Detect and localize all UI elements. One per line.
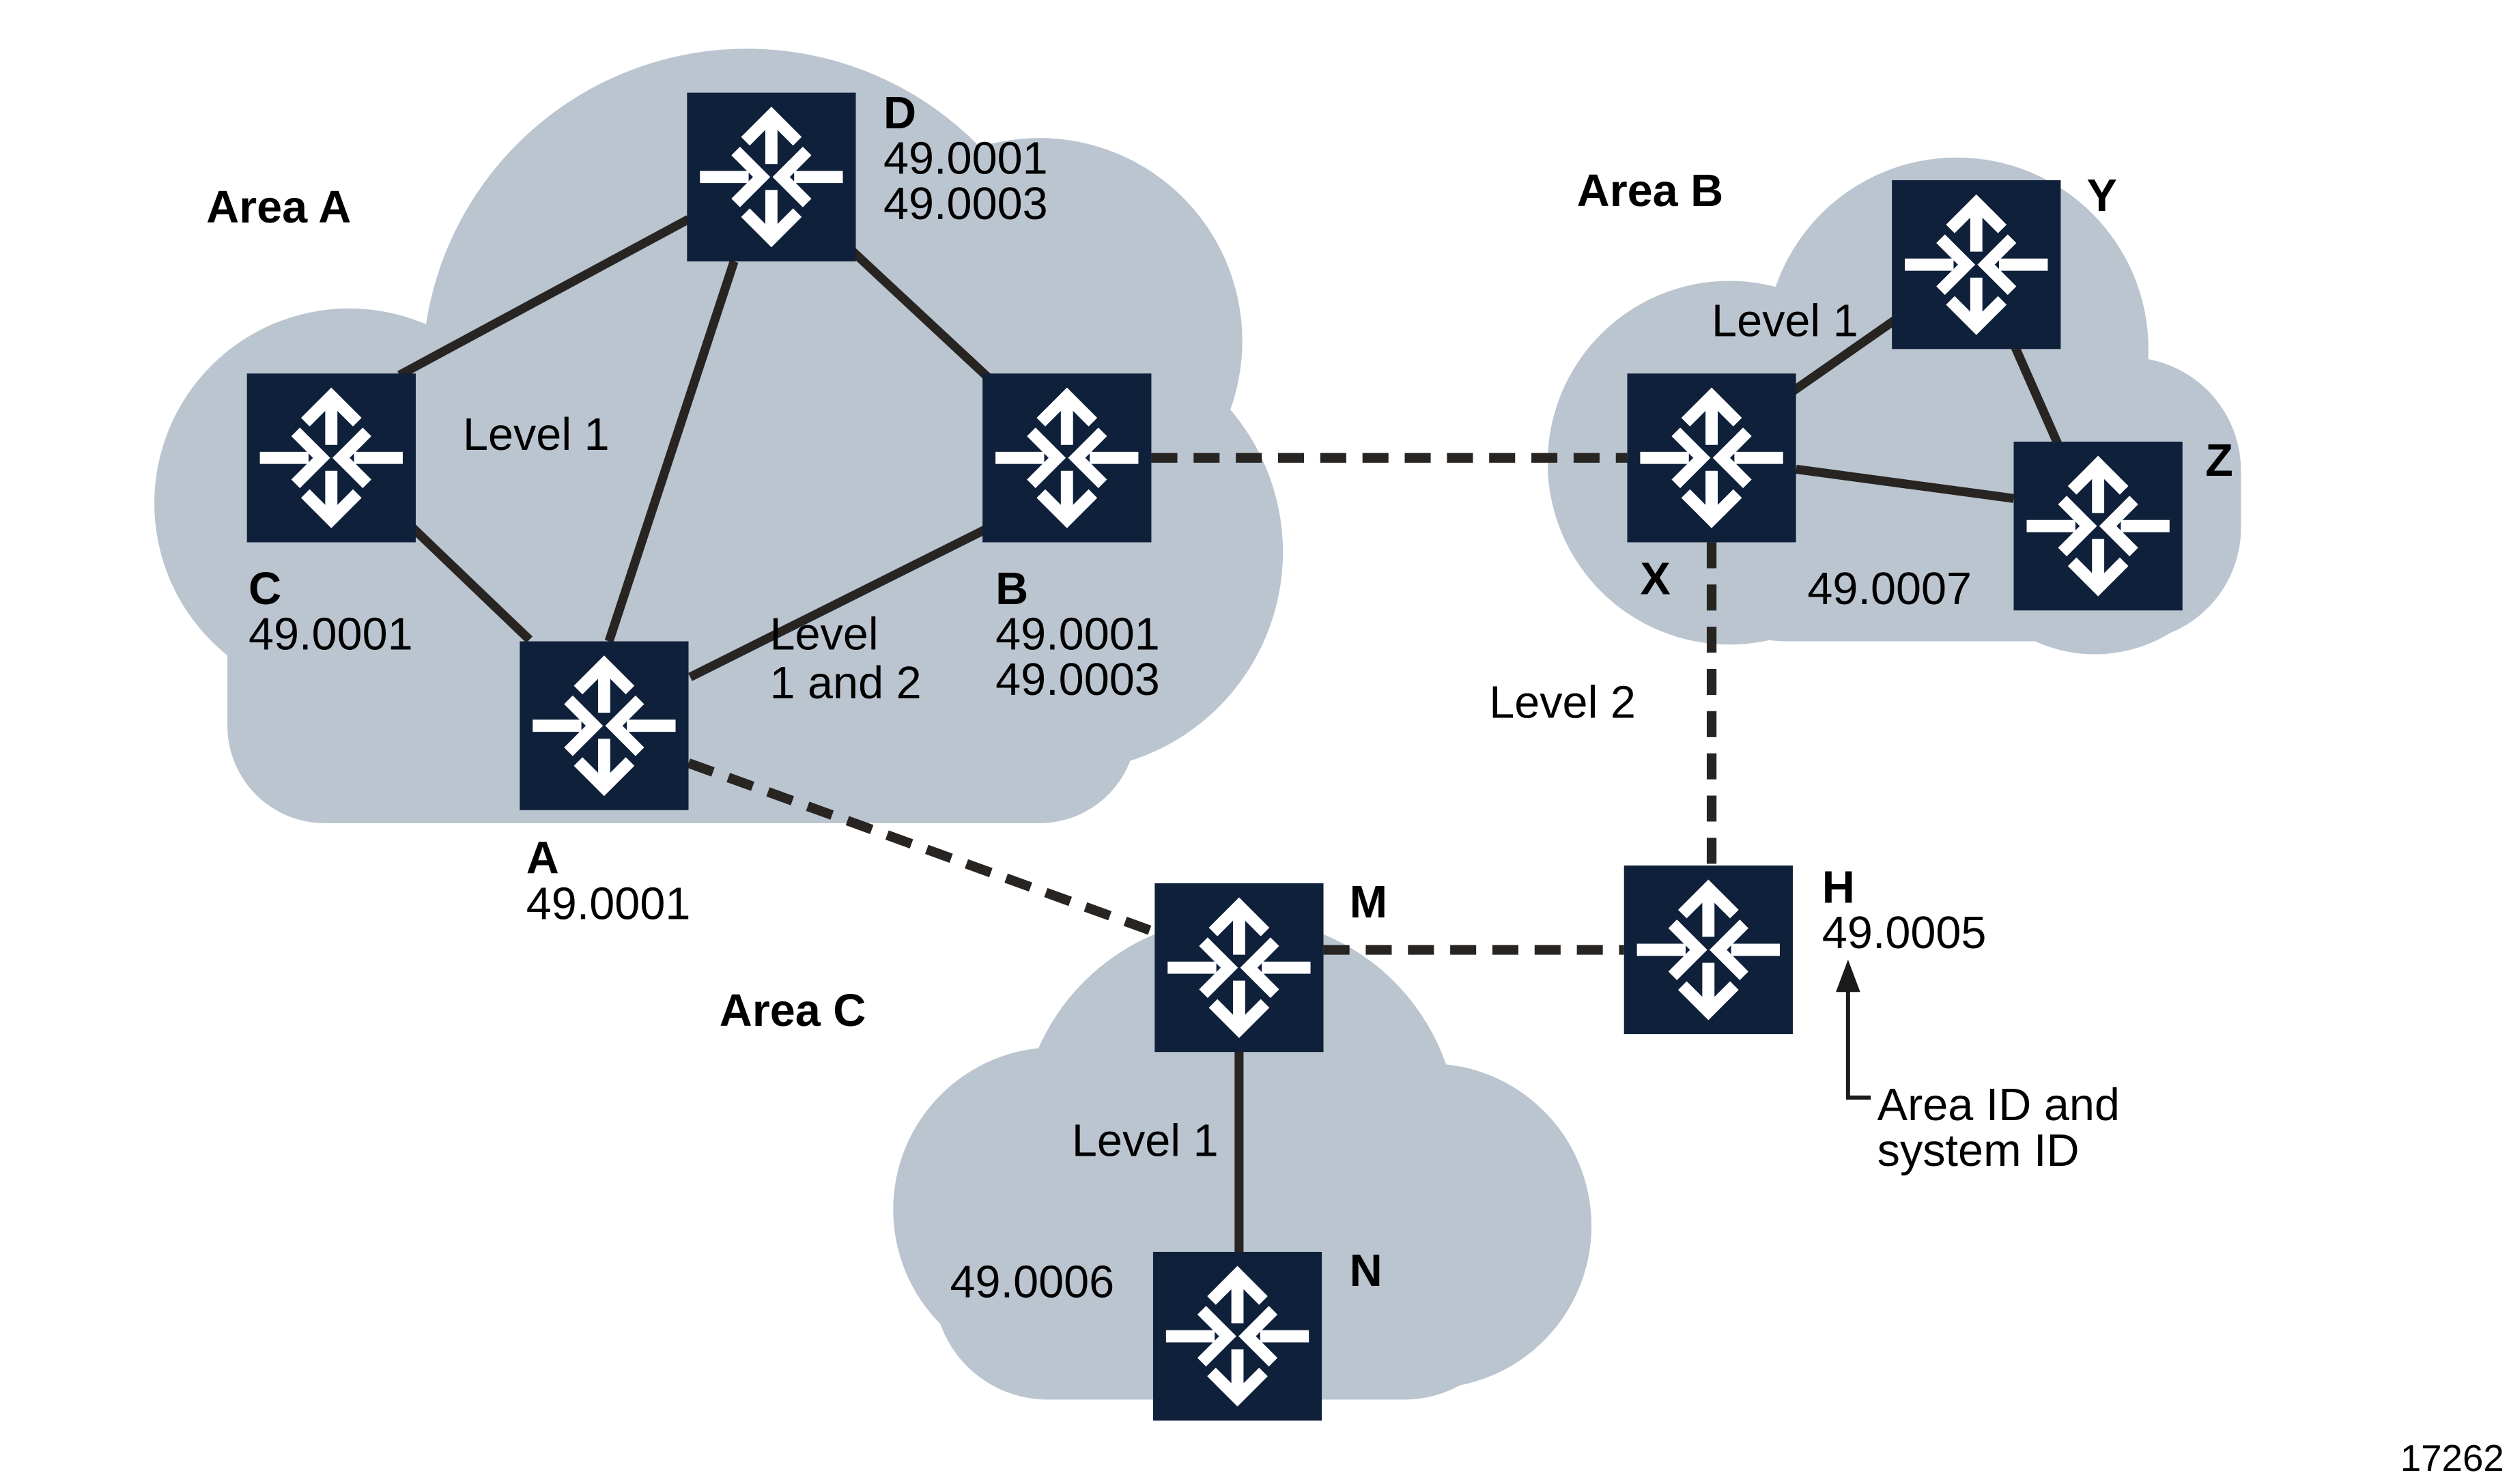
router-z-icon — [2013, 442, 2182, 610]
router-d-name: D — [883, 88, 916, 139]
figure-number: 17262 — [2400, 1437, 2504, 1479]
link-d-b — [845, 243, 993, 382]
link-c-d — [397, 215, 691, 380]
callout-text-line1: Area ID and — [1877, 1080, 2120, 1130]
link-d-a — [604, 259, 739, 643]
area-a-label: Area A — [206, 182, 351, 233]
area-b-id-label: 49.0007 — [1807, 564, 1972, 614]
router-c-name: C — [249, 564, 281, 614]
router-d-id-1: 49.0001 — [883, 134, 1048, 184]
router-z-name: Z — [2205, 436, 2233, 486]
router-a-icon — [520, 642, 688, 810]
area-c-label: Area C — [720, 986, 866, 1036]
router-c-icon — [247, 373, 416, 542]
router-h-id-1: 49.0005 — [1822, 908, 1987, 958]
router-b-icon — [982, 373, 1151, 542]
callout-text-line2: system ID — [1877, 1126, 2080, 1176]
link-x-z — [1795, 464, 2015, 503]
router-a-name: A — [526, 833, 559, 884]
router-y-icon — [1892, 180, 2060, 349]
area-a-level1-label: Level 1 — [463, 410, 610, 460]
router-y-name: Y — [2087, 171, 2117, 221]
router-n-name: N — [1350, 1246, 1383, 1296]
router-x-icon — [1627, 373, 1796, 542]
level-1-and-2-label-line2: 1 and 2 — [770, 658, 922, 709]
area-b-label: Area B — [1577, 166, 1724, 216]
router-m-name: M — [1350, 877, 1387, 928]
router-m-icon — [1154, 883, 1323, 1052]
level-1-and-2-label-line1: Level — [770, 609, 879, 659]
router-a-id-1: 49.0001 — [526, 879, 691, 929]
router-b-id-2: 49.0003 — [995, 655, 1160, 705]
link-y-z — [2011, 345, 2062, 445]
router-x-name: X — [1640, 554, 1670, 605]
level-2-label: Level 2 — [1489, 677, 1636, 728]
area-c-id-label: 49.0006 — [950, 1257, 1115, 1307]
link-c-a — [409, 524, 533, 643]
callout-arrowhead-icon — [1836, 959, 1860, 993]
router-h-icon — [1624, 866, 1793, 1034]
router-c-id-1: 49.0001 — [249, 609, 413, 659]
router-n-icon — [1153, 1252, 1322, 1421]
router-b-name: B — [995, 564, 1028, 614]
area-c-level1-label: Level 1 — [1072, 1116, 1219, 1167]
router-h-name: H — [1822, 862, 1855, 913]
area-b-level1-label: Level 1 — [1712, 296, 1858, 346]
router-d-id-2: 49.0003 — [883, 179, 1048, 229]
router-d-icon — [687, 93, 855, 261]
router-b-id-1: 49.0001 — [995, 609, 1160, 659]
link-x-y — [1790, 316, 1898, 395]
callout-elbow-line — [1845, 979, 1871, 1100]
area-id-callout: Area ID and system ID — [1836, 959, 2120, 1176]
link-a-b — [688, 525, 988, 681]
